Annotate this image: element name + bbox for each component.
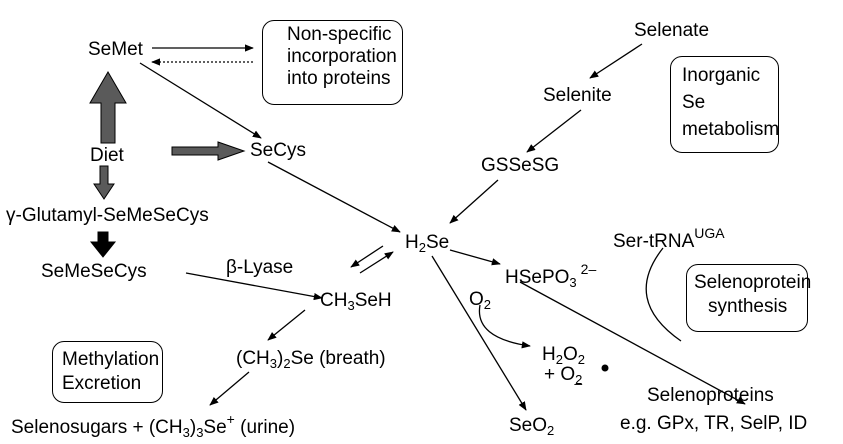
selenosugars-label: Selenosugars + (CH3)3Se+ (urine) (11, 411, 296, 440)
selenoproteins-label: Selenoproteins (647, 385, 774, 406)
selenoprotein-synthesis-line-2: synthesis (708, 296, 788, 317)
selenoproteins-examples-label: e.g. GPx, TR, SelP, ID (620, 413, 808, 434)
nonspecific-incorporation-box: Non-specific incorporation into proteins (262, 20, 403, 105)
nonspecific-line-2: incorporation (287, 46, 397, 67)
ch3seh-to-h2se-arrow (359, 251, 394, 274)
hsepo3-label: HSePO32– (505, 261, 597, 290)
semet-label: SeMet (88, 39, 143, 60)
plus-o2-label: + O2– (544, 364, 583, 391)
semet-to-secys-arrow (139, 62, 262, 139)
h2o2-label: H2O2 (542, 344, 585, 367)
semesecys-to-ch3seh-arrow (185, 272, 323, 301)
ch3seh-label: CH3SeH (320, 290, 392, 313)
o2-reaction-curve-arrow (478, 304, 531, 349)
semesecys-label: SeMeSeCys (41, 261, 147, 282)
ch3seh-to-dimethylselenide-arrow (267, 309, 306, 341)
diet-to-semet-thick-arrow (89, 71, 127, 144)
inorganic-line-3: metabolism (682, 119, 780, 140)
diet-label: Diet (90, 145, 124, 166)
beta-lyase-label: β-Lyase (226, 257, 294, 278)
nonspecific-line-3: into proteins (287, 68, 391, 89)
inorganic-se-metabolism-box: Inorganic Se metabolism (670, 56, 779, 153)
selenoprotein-synthesis-box: Selenoprotein synthesis (686, 264, 812, 332)
nonspecific-line-1: Non-specific (287, 24, 392, 45)
dimethylselenide-label: (CH3)2Se (breath) (236, 348, 386, 371)
methylation-line-2: Excretion (62, 373, 142, 394)
diet-to-glutamyl-thick-arrow (93, 165, 115, 200)
ser-trna-uga-label: Ser-tRNAUGA (613, 225, 725, 252)
selenate-to-selenite-arrow (589, 43, 643, 79)
o2-label: O2 (469, 289, 492, 312)
inorganic-line-2: Se (682, 92, 706, 113)
dimethylselenide-to-selenosugars-arrow (209, 371, 250, 406)
inorganic-line-1: Inorganic (682, 65, 761, 86)
diet-to-secys-thick-arrow (171, 141, 246, 161)
glutamyl-to-semesecys-thick-arrow (89, 231, 117, 258)
methylation-excretion-box: Methylation Excretion (52, 341, 163, 403)
selenate-label: Selenate (634, 20, 710, 41)
selenite-to-gssesg-arrow (526, 109, 582, 153)
selenoprotein-synthesis-line-1: Selenoprotein (694, 272, 812, 293)
h2se-label: H2Se (405, 232, 450, 255)
h2se-to-hsepo3-arrow (449, 249, 501, 266)
seo2-label: SeO2 (509, 415, 555, 438)
secys-label: SeCys (250, 140, 306, 161)
ser-trna-curve (645, 247, 682, 342)
secys-to-h2se-arrow (267, 161, 401, 233)
selenite-label: Selenite (543, 85, 612, 106)
gssesg-to-h2se-arrow (449, 179, 499, 224)
methylation-line-1: Methylation (62, 349, 160, 370)
h2se-to-seo2-arrow (431, 255, 527, 411)
h2se-to-ch3seh-arrow (350, 245, 384, 268)
glutamyl-semesecys-label: γ-Glutamyl-SeMeSeCys (6, 205, 209, 226)
gssesg-label: GSSeSG (481, 155, 560, 176)
hsepo3-to-selenoproteins-arrow (519, 281, 746, 405)
radical-dot (601, 364, 609, 372)
